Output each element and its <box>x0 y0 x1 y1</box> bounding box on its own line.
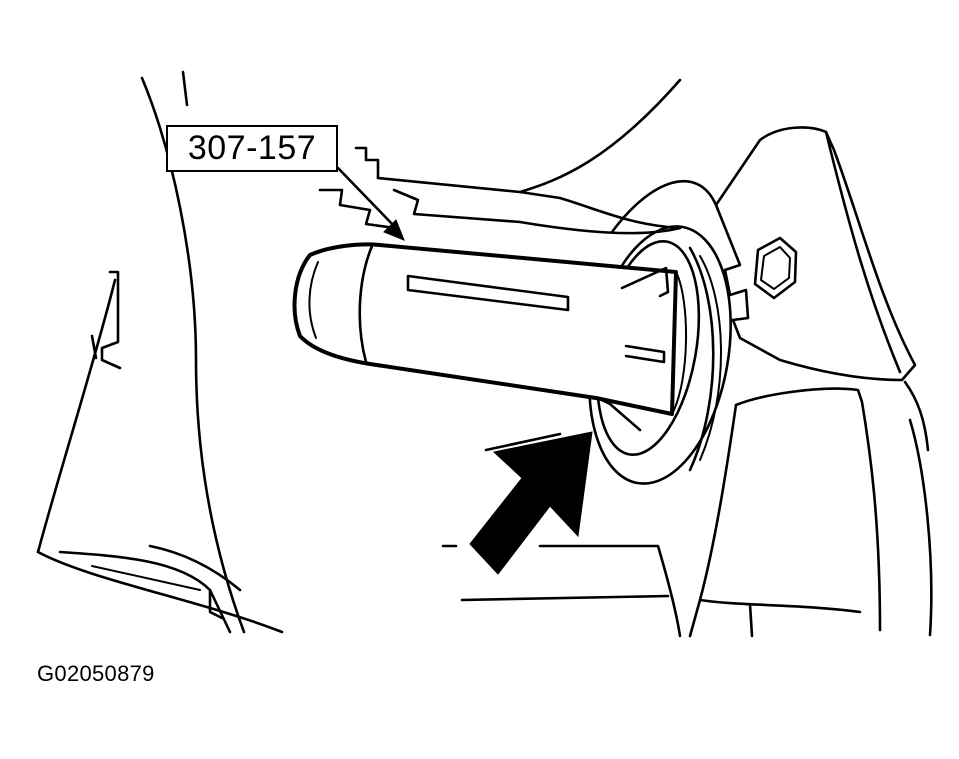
special-tool-307-157 <box>292 242 688 432</box>
upper-column-shroud <box>318 78 682 235</box>
left-trim-panel <box>36 70 284 634</box>
leader-arrowhead-icon <box>383 219 405 241</box>
reference-lines <box>441 432 682 638</box>
direction-arrow-icon <box>469 431 593 575</box>
figure-id: G02050879 <box>37 661 155 686</box>
tool-callout-label: 307-157 <box>166 125 338 172</box>
callout-leader <box>336 166 405 241</box>
column-housing <box>688 126 933 638</box>
